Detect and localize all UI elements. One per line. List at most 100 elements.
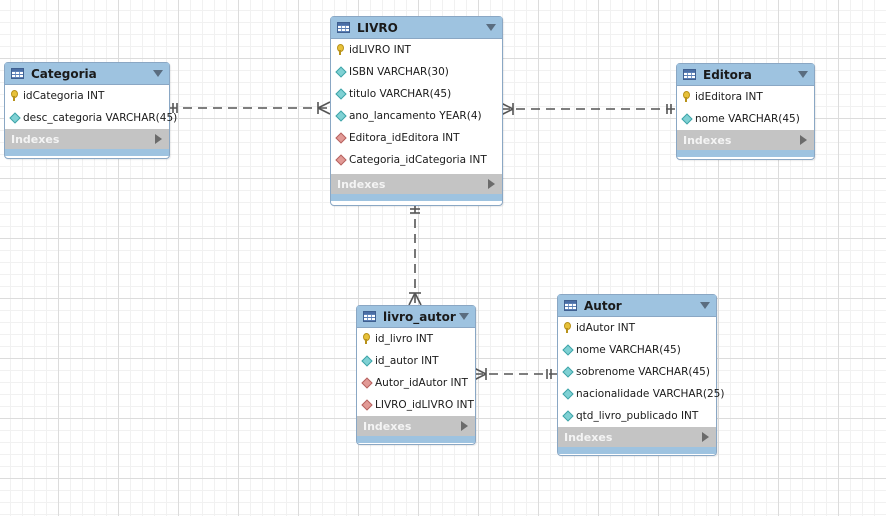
column-row[interactable]: idCategoria INT xyxy=(5,85,169,107)
indexes-section[interactable]: Indexes xyxy=(558,427,716,447)
indexes-label: Indexes xyxy=(683,133,732,147)
table-icon xyxy=(683,69,696,80)
entity-editora[interactable]: Editora idEditora INT nome VARCHAR(45) I… xyxy=(676,63,815,160)
entity-title: Autor xyxy=(584,298,622,313)
entity-header[interactable]: livro_autor xyxy=(357,306,475,328)
entity-footer xyxy=(331,194,502,201)
column-row[interactable]: idAutor INT xyxy=(558,317,716,339)
column-row[interactable]: nacionalidade VARCHAR(25) xyxy=(558,383,724,405)
column-label: Editora_idEditora INT xyxy=(349,132,460,144)
expand-arrow-icon[interactable] xyxy=(800,135,807,145)
column-row[interactable]: sobrenome VARCHAR(45) xyxy=(558,361,716,383)
entity-header[interactable]: LIVRO xyxy=(331,17,502,39)
column-icon xyxy=(563,344,573,356)
column-row[interactable]: id_livro INT xyxy=(357,328,475,350)
column-label: ISBN VARCHAR(30) xyxy=(349,66,449,78)
primary-key-icon xyxy=(10,90,20,102)
entity-livro[interactable]: LIVRO idLIVRO INT ISBN VARCHAR(30) titul… xyxy=(330,16,503,206)
indexes-label: Indexes xyxy=(363,419,412,433)
indexes-section[interactable]: Indexes xyxy=(677,130,814,150)
column-label: titulo VARCHAR(45) xyxy=(349,88,452,100)
entity-autor[interactable]: Autor idAutor INT nome VARCHAR(45) sobre… xyxy=(557,294,724,456)
column-row[interactable]: Autor_idAutor INT xyxy=(357,372,475,394)
column-icon xyxy=(563,410,573,422)
entity-header[interactable]: Categoria xyxy=(5,63,169,85)
entity-title: Editora xyxy=(703,67,752,82)
column-row[interactable]: ano_lancamento YEAR(4) xyxy=(331,105,502,127)
indexes-section[interactable]: Indexes xyxy=(331,174,502,194)
column-icon xyxy=(682,113,692,125)
indexes-section[interactable]: Indexes xyxy=(5,129,169,149)
primary-key-icon xyxy=(362,333,372,345)
column-label: idLIVRO INT xyxy=(349,44,411,56)
indexes-label: Indexes xyxy=(11,132,60,146)
expand-arrow-icon[interactable] xyxy=(702,432,709,442)
entity-footer xyxy=(5,149,169,156)
column-label: Categoria_idCategoria INT xyxy=(349,154,487,166)
table-icon xyxy=(11,68,24,79)
column-row[interactable]: idEditora INT xyxy=(677,86,814,108)
column-row[interactable]: qtd_livro_publicado INT xyxy=(558,405,716,427)
foreign-key-icon xyxy=(336,154,346,166)
column-label: nome VARCHAR(45) xyxy=(576,344,681,356)
foreign-key-icon xyxy=(336,132,346,144)
table-icon xyxy=(337,22,350,33)
chevron-down-icon[interactable] xyxy=(459,313,469,320)
column-label: sobrenome VARCHAR(45) xyxy=(576,366,710,378)
relationship-editora-livro[interactable] xyxy=(500,102,676,116)
chevron-down-icon[interactable] xyxy=(153,70,163,77)
column-row[interactable]: desc_categoria VARCHAR(45) xyxy=(5,107,177,129)
column-label: qtd_livro_publicado INT xyxy=(576,410,699,422)
primary-key-icon xyxy=(336,44,346,56)
column-row[interactable]: nome VARCHAR(45) xyxy=(677,108,814,130)
column-label: id_autor INT xyxy=(375,355,439,367)
column-icon xyxy=(362,355,372,367)
entity-footer xyxy=(677,150,814,157)
entity-title: Categoria xyxy=(31,66,97,81)
column-label: nome VARCHAR(45) xyxy=(695,113,800,125)
column-row[interactable]: LIVRO_idLIVRO INT xyxy=(357,394,475,416)
column-row[interactable]: id_autor INT xyxy=(357,350,475,372)
column-label: idAutor INT xyxy=(576,322,635,334)
chevron-down-icon[interactable] xyxy=(700,302,710,309)
column-row[interactable]: Editora_idEditora INT xyxy=(331,127,502,149)
chevron-down-icon[interactable] xyxy=(798,71,808,78)
column-label: id_livro INT xyxy=(375,333,434,345)
entity-footer xyxy=(357,436,475,443)
entity-footer xyxy=(558,447,716,454)
column-label: desc_categoria VARCHAR(45) xyxy=(23,112,178,124)
column-row[interactable]: nome VARCHAR(45) xyxy=(558,339,716,361)
column-row[interactable]: Categoria_idCategoria INT xyxy=(331,149,502,171)
column-label: LIVRO_idLIVRO INT xyxy=(375,399,474,411)
column-icon xyxy=(563,388,573,400)
column-row[interactable]: titulo VARCHAR(45) xyxy=(331,83,502,105)
column-label: idEditora INT xyxy=(695,91,763,103)
foreign-key-icon xyxy=(362,377,372,389)
relationship-categoria-livro[interactable] xyxy=(168,101,331,115)
column-icon xyxy=(336,110,346,122)
entity-title: livro_autor xyxy=(383,309,456,324)
relationship-livro-livro-autor[interactable] xyxy=(408,204,422,306)
entity-livro-autor[interactable]: livro_autor id_livro INT id_autor INT Au… xyxy=(356,305,476,445)
entity-categoria[interactable]: Categoria idCategoria INT desc_categoria… xyxy=(4,62,177,159)
indexes-section[interactable]: Indexes xyxy=(357,416,475,436)
column-row[interactable]: ISBN VARCHAR(30) xyxy=(331,61,502,83)
primary-key-icon xyxy=(682,91,692,103)
expand-arrow-icon[interactable] xyxy=(155,134,162,144)
chevron-down-icon[interactable] xyxy=(486,24,496,31)
column-label: ano_lancamento YEAR(4) xyxy=(349,110,482,122)
entity-header[interactable]: Editora xyxy=(677,64,814,86)
expand-arrow-icon[interactable] xyxy=(461,421,468,431)
column-label: nacionalidade VARCHAR(25) xyxy=(576,388,725,400)
expand-arrow-icon[interactable] xyxy=(488,179,495,189)
relationship-autor-livro-autor[interactable] xyxy=(473,367,557,381)
table-icon xyxy=(564,300,577,311)
column-row[interactable]: idLIVRO INT xyxy=(331,39,502,61)
entity-header[interactable]: Autor xyxy=(558,295,716,317)
entity-title: LIVRO xyxy=(357,20,398,35)
indexes-label: Indexes xyxy=(337,177,386,191)
column-icon xyxy=(563,366,573,378)
foreign-key-icon xyxy=(362,399,372,411)
table-icon xyxy=(363,311,376,322)
